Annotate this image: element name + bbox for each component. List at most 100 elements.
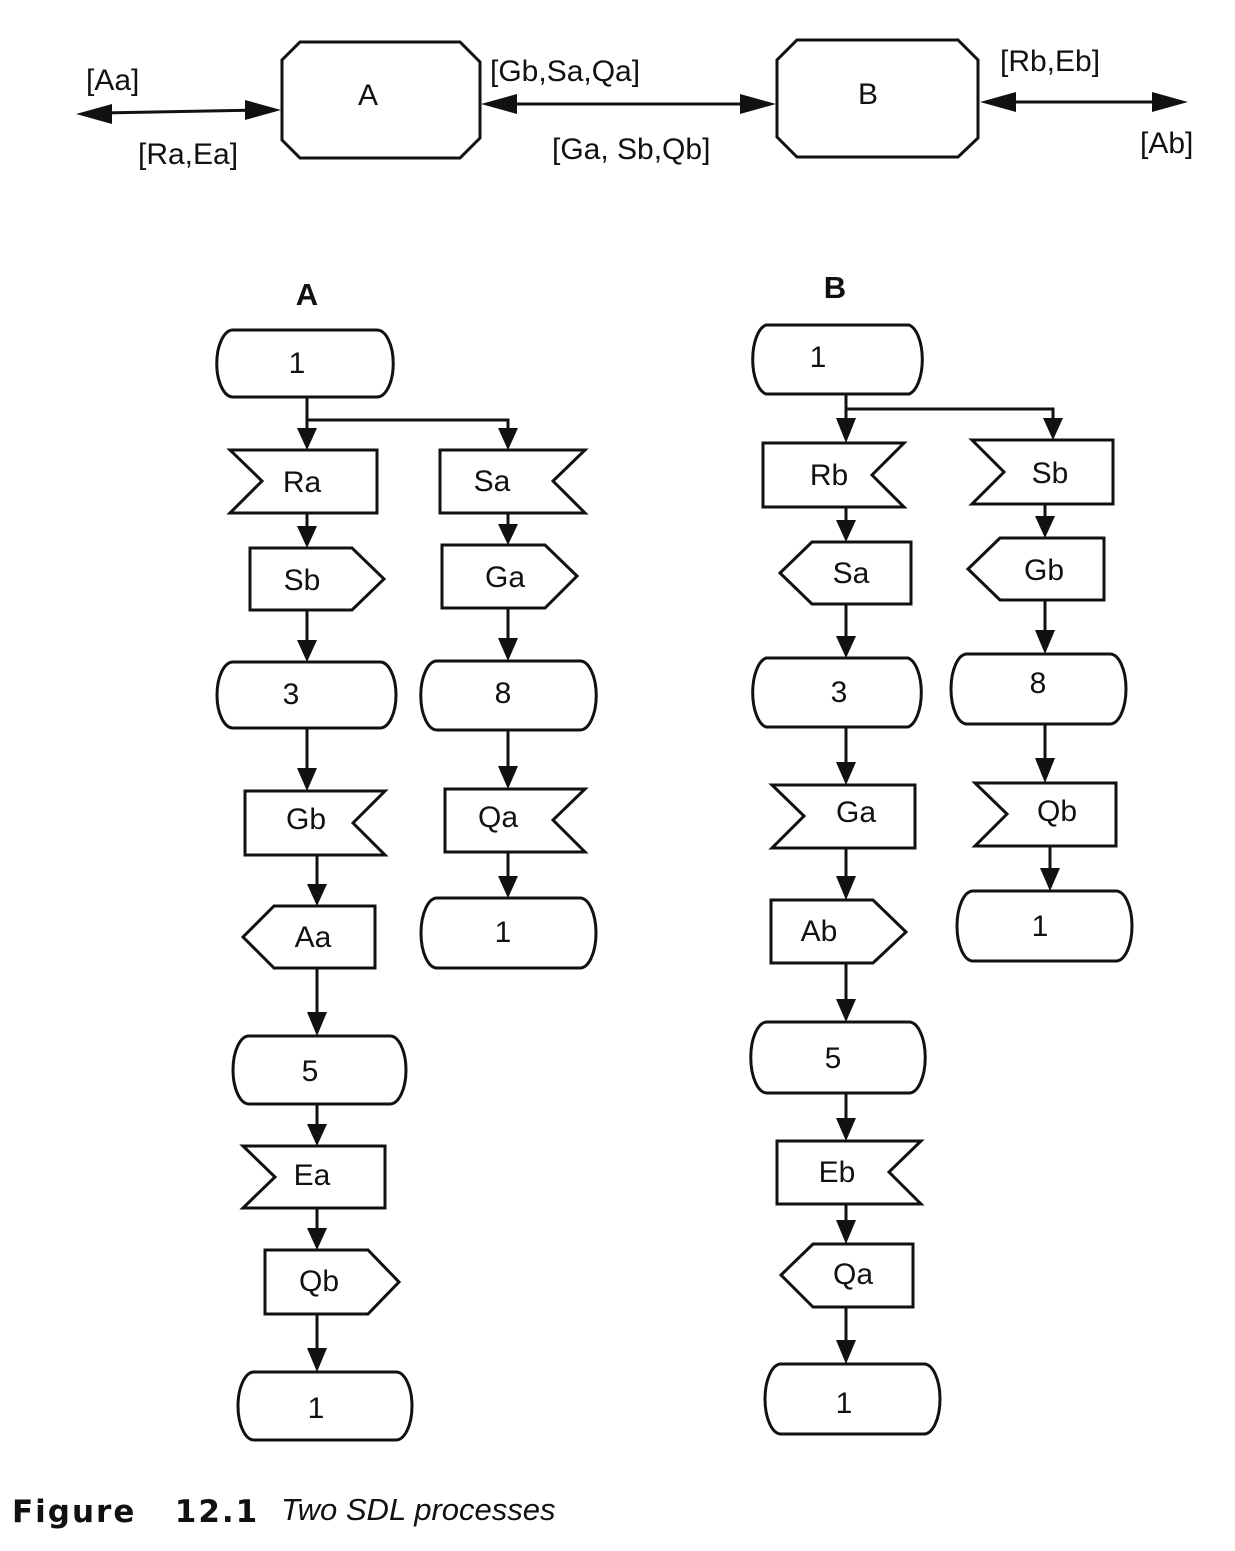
input-rb xyxy=(761,441,908,509)
process-a-title: A xyxy=(296,277,318,312)
arrowhead xyxy=(245,100,281,120)
input-ga-label: Ga xyxy=(836,796,876,829)
input-qb xyxy=(971,781,1118,848)
arrowhead xyxy=(297,526,317,548)
figure-caption: Figure 12.1 Two SDL processes xyxy=(12,1492,556,1530)
arrowhead xyxy=(307,884,327,906)
state-1-end-label: 1 xyxy=(836,1387,853,1420)
input-eb-label: Eb xyxy=(819,1156,856,1189)
arrowhead xyxy=(307,1124,327,1146)
arrowhead xyxy=(836,762,856,785)
output-qb-label: Qb xyxy=(299,1265,339,1298)
input-gb xyxy=(243,789,389,857)
arrowhead xyxy=(307,1228,327,1250)
state-5-label: 5 xyxy=(302,1055,319,1088)
arrowhead xyxy=(836,1118,856,1141)
state-8 xyxy=(419,659,598,732)
block-b-label: B xyxy=(858,78,878,111)
block-a-label: A xyxy=(358,79,378,112)
branch-line xyxy=(305,397,510,430)
arrowhead xyxy=(836,1220,856,1244)
input-sb-label: Sb xyxy=(1032,457,1069,490)
arrowhead xyxy=(1152,92,1188,112)
output-aa xyxy=(240,904,377,970)
state-1-end xyxy=(763,1362,942,1436)
label-ra-ea: [Ra,Ea] xyxy=(138,138,238,171)
state-1 xyxy=(751,323,924,396)
output-gb xyxy=(965,536,1106,602)
arrowhead xyxy=(836,999,856,1022)
arrowhead xyxy=(1035,758,1055,783)
input-rb-label: Rb xyxy=(810,459,848,492)
arrowhead xyxy=(740,94,776,114)
output-sb-label: Sb xyxy=(284,564,321,597)
arrowhead xyxy=(1043,418,1063,440)
block-b xyxy=(775,38,980,159)
label-gb-sa-qa: [Gb,Sa,Qa] xyxy=(490,55,640,88)
state-5 xyxy=(231,1034,408,1106)
input-ra xyxy=(226,448,379,515)
output-sa xyxy=(777,540,913,606)
state-5-label: 5 xyxy=(825,1042,842,1075)
process-b: B 1 Rb Sa xyxy=(749,270,1134,1436)
state-8 xyxy=(949,652,1128,726)
label-aa: [Aa] xyxy=(86,64,139,97)
arrowhead xyxy=(1035,516,1055,538)
state-5 xyxy=(749,1020,927,1095)
output-aa-label: Aa xyxy=(295,921,332,954)
arrowhead xyxy=(836,876,856,900)
arrowhead xyxy=(76,104,112,124)
state-1-branch-end-label: 1 xyxy=(495,916,512,949)
arrowhead xyxy=(297,428,317,450)
output-ab-label: Ab xyxy=(801,915,838,948)
arrowhead xyxy=(836,418,856,443)
input-eb xyxy=(775,1139,925,1206)
caption-number: Figure 12.1 xyxy=(12,1494,259,1530)
block-diagram: A B [Aa] [Ra,Ea] [Gb,Sa,Qa] [Ga, Sb,Qb] … xyxy=(76,38,1193,171)
arrowhead xyxy=(836,520,856,542)
state-3-label: 3 xyxy=(283,678,300,711)
label-ab: [Ab] xyxy=(1140,127,1193,160)
arrowhead xyxy=(836,1340,856,1364)
input-ra-label: Ra xyxy=(283,466,322,499)
input-sa xyxy=(438,448,589,515)
output-qb xyxy=(263,1248,402,1316)
state-1-label: 1 xyxy=(289,347,306,380)
arrowhead xyxy=(307,1348,327,1372)
state-3 xyxy=(751,656,923,729)
input-ga xyxy=(768,783,917,850)
branch-line xyxy=(844,394,1055,420)
arrowhead xyxy=(980,92,1016,112)
state-3 xyxy=(215,660,398,730)
state-8-label: 8 xyxy=(495,677,512,710)
input-gb-label: Gb xyxy=(286,803,326,836)
output-ga-label: Ga xyxy=(485,561,525,594)
state-8-label: 8 xyxy=(1030,667,1047,700)
label-rb-eb: [Rb,Eb] xyxy=(1000,45,1100,78)
output-qa-label: Qa xyxy=(833,1258,873,1291)
label-ga-sb-qb: [Ga, Sb,Qb] xyxy=(552,133,710,166)
state-1-label: 1 xyxy=(810,341,827,374)
input-qa xyxy=(443,787,589,854)
input-sa-label: Sa xyxy=(474,465,511,498)
state-3-label: 3 xyxy=(831,676,848,709)
state-1-branch-end xyxy=(419,896,598,970)
arrowhead xyxy=(498,876,518,898)
state-1-end-label: 1 xyxy=(308,1392,325,1425)
arrowhead xyxy=(836,636,856,658)
input-sb xyxy=(968,438,1115,506)
output-sa-label: Sa xyxy=(833,557,870,590)
arrowhead xyxy=(297,768,317,791)
input-qb-label: Qb xyxy=(1037,795,1077,828)
output-sb xyxy=(248,546,387,612)
arrowhead xyxy=(307,1012,327,1036)
arrowhead xyxy=(1035,630,1055,654)
state-1-end xyxy=(236,1370,414,1442)
block-a xyxy=(280,40,482,160)
output-gb-label: Gb xyxy=(1024,554,1064,587)
output-ab xyxy=(769,898,909,965)
arrowhead xyxy=(481,94,517,114)
arrowhead xyxy=(297,640,317,662)
process-b-title: B xyxy=(824,270,846,305)
